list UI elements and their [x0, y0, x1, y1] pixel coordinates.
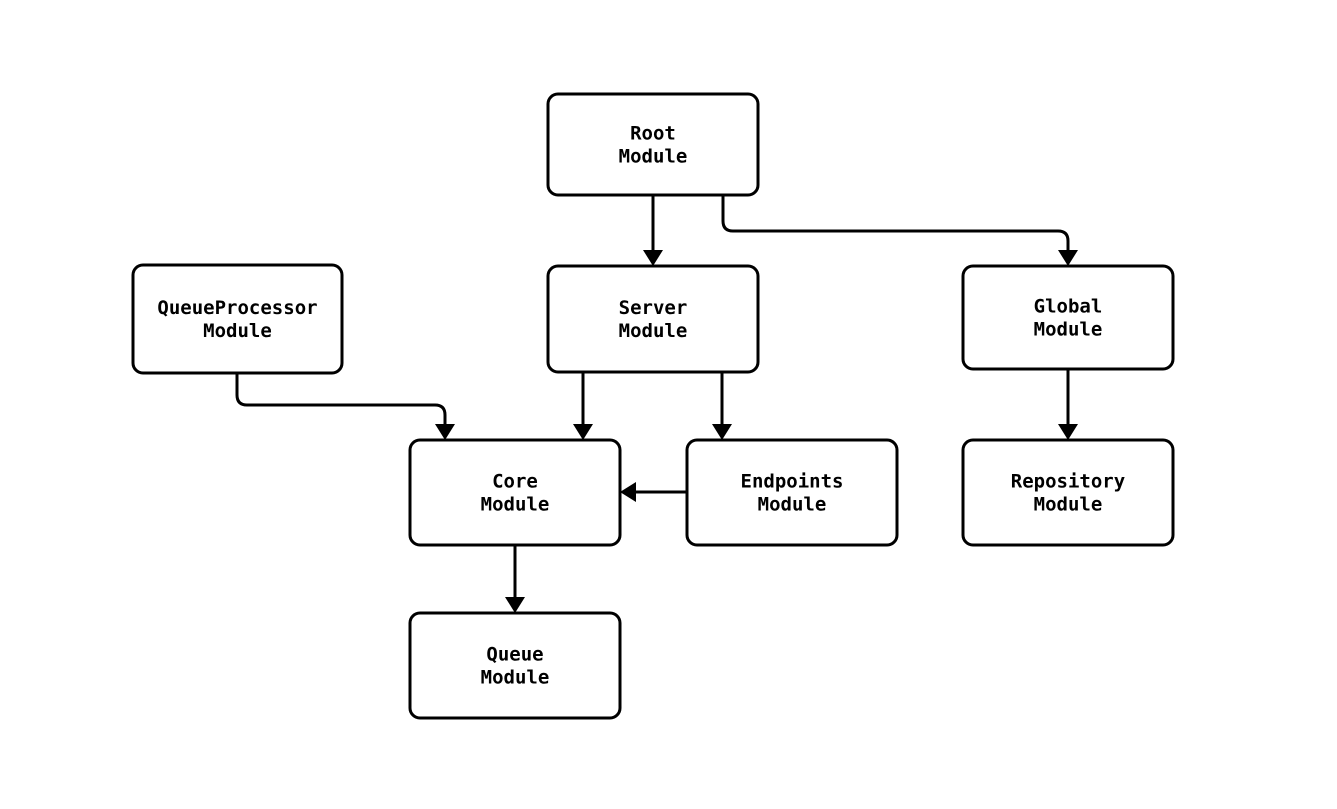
queueprocessor-module-node-box[interactable] — [131, 263, 344, 375]
global-module-node-box[interactable] — [961, 264, 1175, 371]
root-module-node-label-line1: Root — [630, 122, 676, 144]
server-module-node-box[interactable] — [546, 264, 760, 374]
edge-core-to-queue — [505, 545, 525, 613]
queue-module-node-box[interactable] — [408, 611, 622, 720]
endpoints-module-node-label-line1: Endpoints — [741, 470, 844, 492]
edge-core-to-queue-arrowhead — [505, 597, 525, 613]
global-module-node-label-line2: Module — [1034, 318, 1103, 340]
edge-root-to-global — [721, 195, 1078, 266]
endpoints-module-node-label-line2: Module — [758, 493, 827, 515]
endpoints-module-node-box[interactable] — [685, 438, 899, 547]
edges-layer — [235, 195, 1078, 613]
edge-server-to-endpoints-arrowhead — [712, 424, 732, 440]
repository-module-node-box[interactable] — [961, 438, 1175, 547]
edge-queueprocessor-to-core — [235, 373, 455, 440]
core-module-node-label-line1: Core — [492, 470, 538, 492]
queueprocessor-module-node-label-line2: Module — [203, 320, 272, 342]
edge-root-to-server-arrowhead — [643, 250, 663, 266]
root-module-node-box[interactable] — [546, 92, 760, 197]
edge-endpoints-to-core-arrowhead — [620, 482, 636, 502]
repository-module-node-label-line1: Repository — [1011, 470, 1125, 492]
core-module-node-box[interactable] — [408, 438, 622, 547]
edge-server-to-endpoints — [712, 372, 732, 440]
root-module-node-label-line2: Module — [619, 145, 688, 167]
global-module-node-label-line1: Global — [1034, 295, 1103, 317]
queue-module-node-label-line1: Queue — [486, 643, 543, 665]
server-module-node-label-line1: Server — [619, 297, 688, 319]
edge-server-to-core-arrowhead — [573, 424, 593, 440]
edge-root-to-server — [643, 195, 663, 266]
edge-global-to-repository-arrowhead — [1058, 424, 1078, 440]
queueprocessor-module-node-label-line1: QueueProcessor — [157, 297, 317, 319]
edge-server-to-core — [573, 372, 593, 440]
queue-module-node-label-line2: Module — [481, 666, 550, 688]
edge-queueprocessor-to-core-arrowhead — [435, 424, 455, 440]
core-module-node-label-line2: Module — [481, 493, 550, 515]
repository-module-node-label-line2: Module — [1034, 493, 1103, 515]
edge-queueprocessor-to-core-line — [235, 373, 447, 432]
edge-root-to-global-arrowhead — [1058, 250, 1078, 266]
server-module-node-label-line2: Module — [619, 320, 688, 342]
edge-root-to-global-line — [721, 195, 1070, 258]
edge-endpoints-to-core — [620, 482, 687, 502]
edge-global-to-repository — [1058, 369, 1078, 440]
